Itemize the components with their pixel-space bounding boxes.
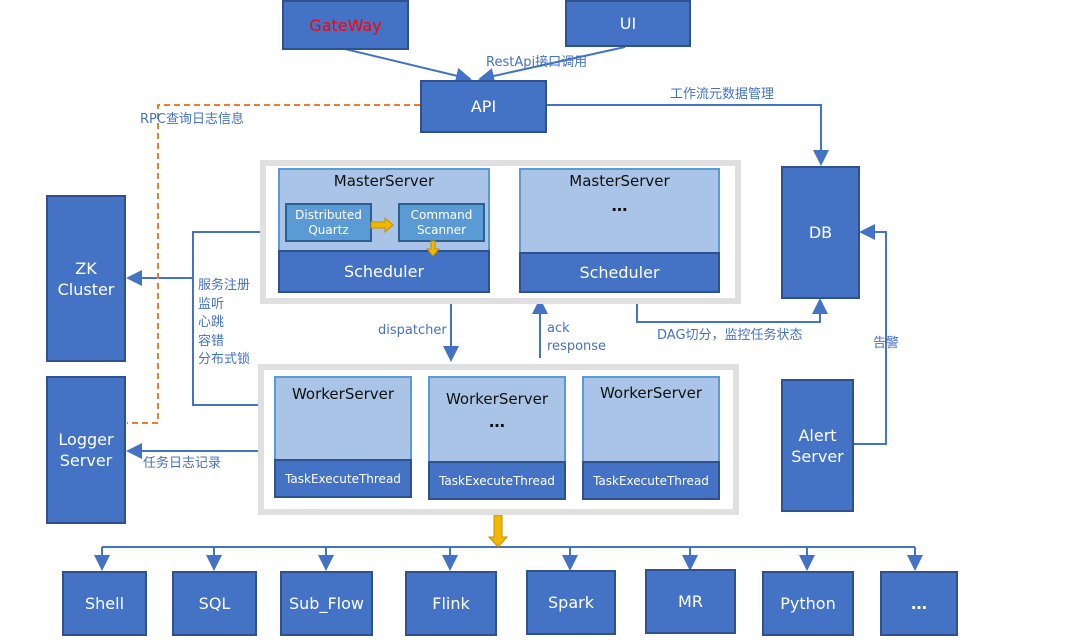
task-log-label: 任务日志记录 xyxy=(143,456,222,471)
ellipsis: … xyxy=(611,196,628,215)
task-sub-flow: Sub_Flow xyxy=(280,571,373,636)
worker-server-3: WorkerServer TaskExecuteThread xyxy=(582,376,720,500)
db-box: DB xyxy=(781,166,860,299)
task-python: Python xyxy=(762,571,854,636)
alert-arrow xyxy=(853,224,887,445)
gateway-api-arrow xyxy=(344,48,472,84)
ack-text: ack xyxy=(547,321,570,336)
ellipsis: … xyxy=(489,412,505,431)
task-spark: Spark xyxy=(526,570,616,635)
distributed-quartz-box: Distributed Quartz xyxy=(285,203,372,242)
task-shell: Shell xyxy=(62,571,147,636)
worker-server-2: WorkerServer … TaskExecuteThread xyxy=(428,376,566,500)
logger-server-box: Logger Server xyxy=(46,376,126,524)
task-execute-thread: TaskExecuteThread xyxy=(582,461,720,500)
task-execute-thread: TaskExecuteThread xyxy=(274,459,412,498)
master-server-1: MasterServer Distributed Quartz Command … xyxy=(278,168,490,293)
zk-label: 分布式锁 xyxy=(198,352,251,367)
task-branches xyxy=(94,547,923,571)
scheduler-box: Scheduler xyxy=(278,250,490,293)
zk-cluster-box: ZK Cluster xyxy=(46,195,126,362)
zk-label: 监听 xyxy=(198,296,225,312)
worker-title: WorkerServer xyxy=(445,390,549,408)
task-flink: Flink xyxy=(405,571,497,636)
ui-api-arrow xyxy=(478,46,626,84)
api-db-arrow xyxy=(546,104,829,166)
master-title: MasterServer xyxy=(569,172,670,190)
task-mr: MR xyxy=(645,569,736,634)
rpc-label: RPC查询日志信息 xyxy=(140,112,244,127)
ack-label: ack response xyxy=(547,320,606,356)
zk-labels: 服务注册 监听 心跳 容错 分布式锁 xyxy=(198,277,250,370)
metadata-label: 工作流元数据管理 xyxy=(670,87,775,102)
worker-server-1: WorkerServer TaskExecuteThread xyxy=(274,376,412,498)
scheduler-box: Scheduler xyxy=(519,252,720,293)
worker-title: WorkerServer xyxy=(291,385,395,403)
dispatcher-label: dispatcher xyxy=(378,323,447,338)
alert-server-box: Alert Server xyxy=(781,379,854,512)
worker-to-tasks-arrow xyxy=(487,514,509,548)
zk-label: 容错 xyxy=(198,333,225,349)
rpc-dashed-line xyxy=(127,104,420,424)
zk-link xyxy=(192,231,272,406)
dag-label: DAG切分，监控任务状态 xyxy=(657,328,803,343)
master-title: MasterServer xyxy=(333,172,435,190)
task-execute-thread: TaskExecuteThread xyxy=(428,461,566,500)
alarm-label: 告警 xyxy=(873,336,900,351)
master-server-2: MasterServer … Scheduler xyxy=(519,168,720,293)
dag-arrow xyxy=(636,298,828,323)
response-text: response xyxy=(547,339,607,354)
zk-label: 心跳 xyxy=(198,315,225,330)
gateway-box: GateWay xyxy=(282,0,409,50)
zk-label: 服务注册 xyxy=(198,278,251,293)
task-sql: SQL xyxy=(172,571,257,636)
command-scanner-box: Command Scanner xyxy=(398,203,485,242)
api-box: API xyxy=(420,80,547,133)
task-more: … xyxy=(880,571,958,636)
worker-title: WorkerServer xyxy=(599,384,703,402)
restapi-label: RestApi接口调用 xyxy=(486,55,588,70)
ui-box: UI xyxy=(565,0,691,47)
